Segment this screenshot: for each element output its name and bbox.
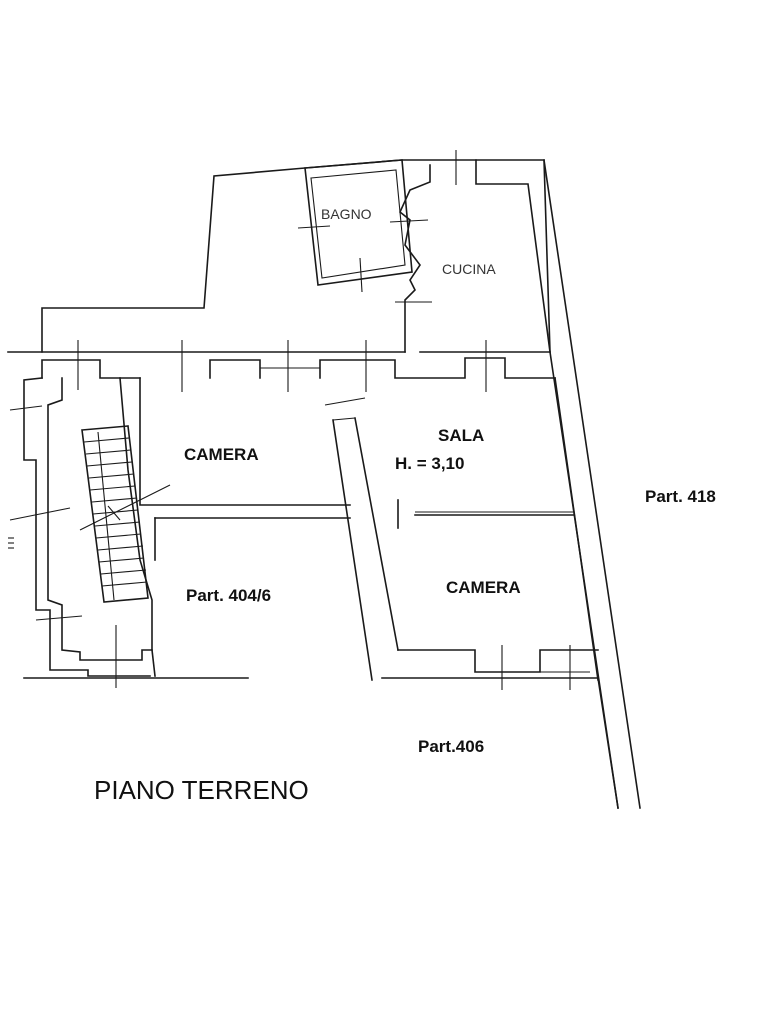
parcel-label-404: Part. 404/6 xyxy=(186,586,271,605)
room-label-cucina: CUCINA xyxy=(442,261,496,277)
room-label-bagno: BAGNO xyxy=(321,206,372,222)
room-label-camera-right: CAMERA xyxy=(446,578,521,597)
bathroom-walls xyxy=(304,159,413,286)
parcel-label-418: Part. 418 xyxy=(645,487,716,506)
exterior-wall-right xyxy=(543,159,641,809)
room-label-camera-left: CAMERA xyxy=(184,445,259,464)
room-height-label: H. = 3,10 xyxy=(395,454,464,473)
outer-walls xyxy=(7,159,641,809)
room-label-sala: SALA xyxy=(438,426,484,445)
openings xyxy=(8,150,590,690)
staircase xyxy=(79,425,171,603)
plan-title: PIANO TERRENO xyxy=(94,775,309,805)
parcel-label-406: Part.406 xyxy=(418,737,484,756)
